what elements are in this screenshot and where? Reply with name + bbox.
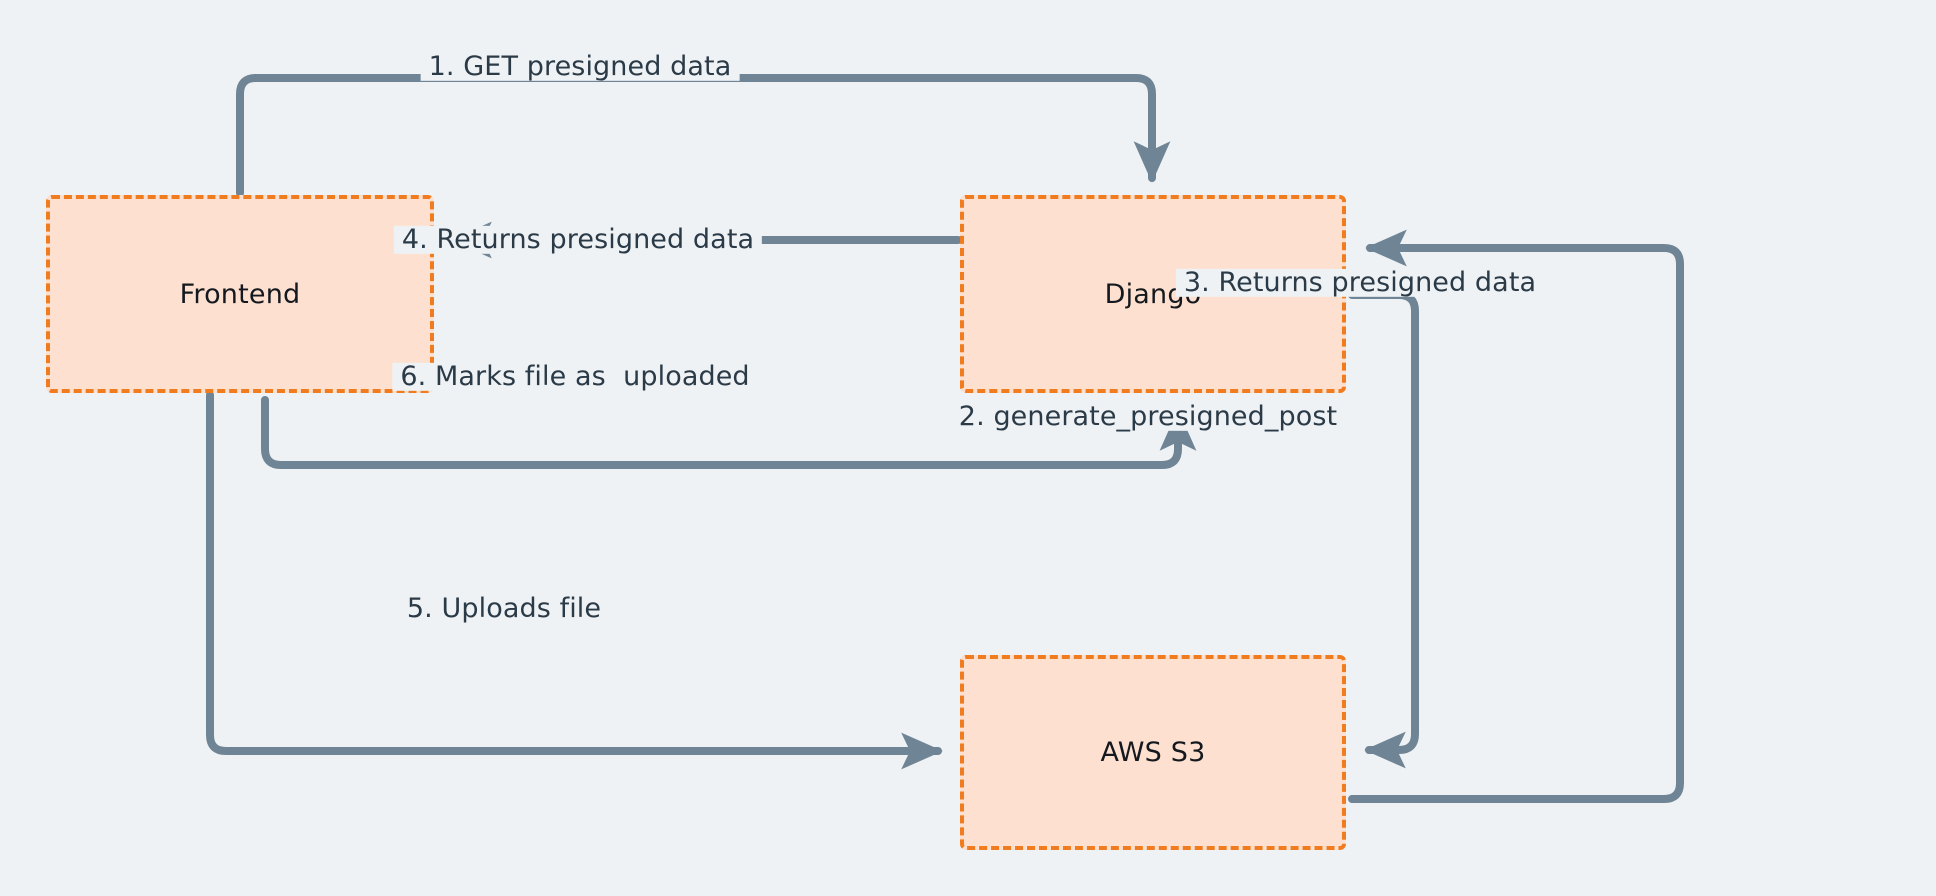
edge-label-1: 1. GET presigned data <box>420 52 740 82</box>
edge-3-returns-presigned-data <box>1348 229 1684 803</box>
edge-2-generate-presigned-post <box>1348 291 1419 769</box>
edge-label-4: 4. Returns presigned data <box>393 225 763 255</box>
edge-5-uploads-file <box>206 391 943 770</box>
node-frontend-label: Frontend <box>179 278 301 310</box>
edge-label-5: 5. Uploads file <box>398 594 610 624</box>
node-aws-s3[interactable]: AWS S3 <box>960 655 1346 850</box>
edge-label-3: 3. Returns presigned data <box>1175 268 1545 298</box>
node-frontend[interactable]: Frontend <box>46 195 434 393</box>
edge-6-marks-file-as-uploaded <box>261 396 1197 469</box>
edge-label-6: 6. Marks file as uploaded <box>392 362 758 392</box>
node-aws-s3-label: AWS S3 <box>1100 737 1206 768</box>
edge-1-get-presigned-data <box>236 74 1171 197</box>
edge-label-2: 2. generate_presigned_post <box>950 402 1346 432</box>
